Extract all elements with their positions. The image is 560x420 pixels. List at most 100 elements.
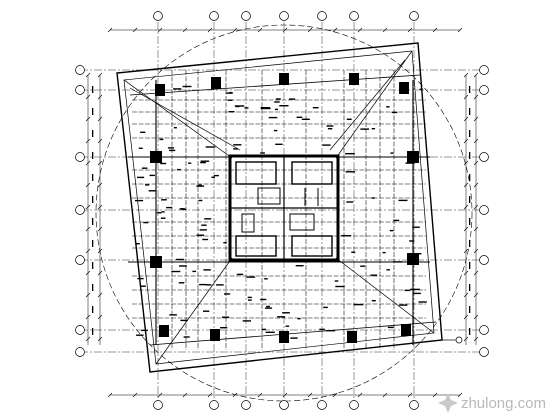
annotation-mark	[226, 92, 233, 94]
grid-bubble	[479, 85, 489, 95]
annotation-mark	[235, 105, 240, 108]
dimension-tick	[473, 182, 479, 188]
column	[407, 151, 419, 163]
column	[279, 73, 289, 85]
dimension-ticks	[85, 27, 479, 398]
annotation-mark	[335, 285, 345, 288]
dimension-tick	[85, 336, 91, 342]
dimension-tick	[473, 72, 479, 78]
column	[401, 324, 411, 336]
grid-bubble	[241, 400, 251, 410]
annotation-mark	[196, 234, 204, 236]
annotation-mark	[173, 127, 177, 129]
dimension-tick	[463, 160, 469, 166]
dimension-tick	[332, 392, 338, 398]
annotation-mark	[264, 278, 268, 280]
grid-bubble	[279, 11, 289, 21]
grid-bubble	[75, 325, 85, 335]
annotation-mark	[198, 199, 203, 202]
annotation-mark	[323, 306, 328, 309]
annotation-mark	[389, 229, 394, 232]
annotation-mark	[275, 98, 281, 100]
annotation-mark	[138, 147, 143, 149]
dimension-tick	[463, 116, 469, 122]
annotation-mark	[275, 143, 283, 145]
grid-bubble	[75, 85, 85, 95]
dimension-tick	[85, 204, 91, 210]
annotation-mark	[136, 334, 144, 336]
dimension-tick	[257, 27, 263, 33]
annotation-mark	[260, 298, 267, 301]
annotation-mark	[391, 111, 398, 114]
dimension-tick	[357, 27, 363, 33]
dimension-tick	[97, 270, 103, 276]
dimension-tick	[157, 392, 163, 398]
annotation-mark	[326, 125, 334, 127]
dimension-tick	[432, 392, 438, 398]
corner-diagonal-beams	[123, 50, 435, 365]
annotation-mark	[301, 118, 310, 120]
annotation-mark	[171, 270, 181, 273]
dimension-tick	[332, 27, 338, 33]
dimension-tick	[97, 182, 103, 188]
annotation-mark	[223, 242, 227, 244]
annotation-mark	[179, 208, 185, 210]
annotation-mark	[399, 304, 408, 306]
grid-bubble	[479, 65, 489, 75]
annotation-mark	[180, 319, 188, 322]
dimension-tick	[97, 116, 103, 122]
grid-bubble	[479, 325, 489, 335]
annotation-mark	[260, 107, 271, 110]
dimension-tick	[97, 72, 103, 78]
annotation-mark	[233, 148, 238, 150]
edge-beam	[149, 321, 437, 346]
grid-bubble	[75, 65, 85, 75]
annotation-mark	[341, 235, 352, 237]
annotation-mark	[346, 118, 352, 120]
dimension-text	[469, 174, 471, 181]
dimension-text	[469, 86, 471, 93]
grid-bubble	[317, 400, 327, 410]
annotation-mark	[393, 261, 403, 263]
annotation-mark	[371, 128, 375, 130]
dimension-tick	[307, 27, 313, 33]
dimension-tick	[107, 27, 113, 33]
annotation-mark	[390, 152, 394, 154]
dimension-tick	[232, 392, 238, 398]
column	[211, 77, 221, 89]
dimension-text	[469, 328, 471, 335]
dimension-tick	[97, 248, 103, 254]
annotation-mark	[227, 99, 233, 101]
dimension-tick	[463, 270, 469, 276]
annotation-mark	[178, 282, 185, 284]
dimension-tick	[97, 160, 103, 166]
annotation-mark	[204, 218, 212, 220]
annotation-mark	[199, 229, 207, 231]
grid-bubble	[241, 11, 251, 21]
grid-bubble	[479, 255, 489, 265]
dimension-text	[92, 108, 94, 115]
annotation-mark	[148, 190, 157, 192]
annotation-mark	[371, 300, 376, 302]
grid-bubble	[349, 11, 359, 21]
dimension-tick	[473, 116, 479, 122]
annotation-mark	[351, 251, 356, 253]
dimension-text	[92, 306, 94, 313]
dimension-text	[92, 86, 94, 93]
annotation-mark	[149, 174, 155, 177]
annotation-mark	[360, 265, 366, 267]
dimension-tick	[282, 27, 288, 33]
dimension-tick	[473, 292, 479, 298]
annotation-mark	[196, 185, 205, 187]
annotation-mark	[179, 265, 187, 267]
dimension-tick	[473, 94, 479, 100]
dimension-tick	[463, 248, 469, 254]
annotation-mark	[273, 129, 278, 132]
column	[349, 73, 359, 85]
annotation-mark	[141, 329, 148, 332]
grid-bubble	[75, 255, 85, 265]
annotation-mark	[409, 240, 415, 242]
annotation-mark	[410, 288, 420, 291]
annotation-mark	[188, 162, 192, 164]
dimension-text	[92, 218, 94, 225]
